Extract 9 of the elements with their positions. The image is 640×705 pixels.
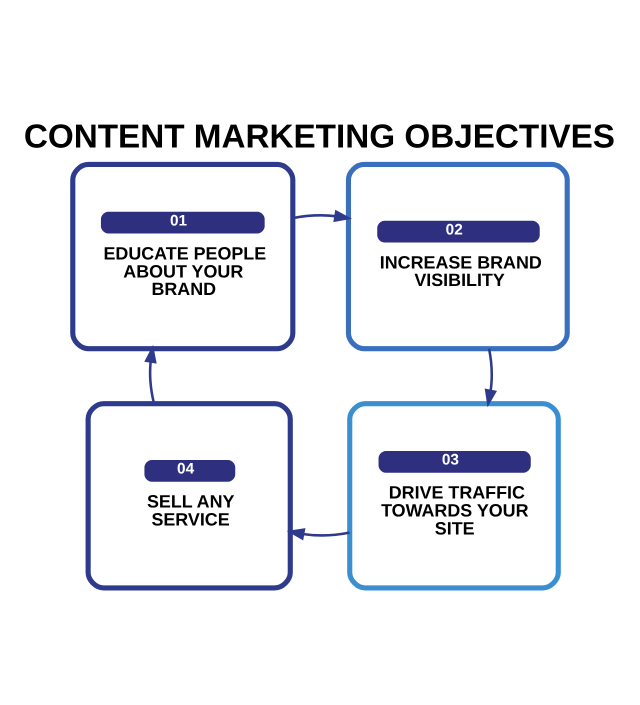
arrow — [293, 210, 352, 222]
arrow — [144, 344, 157, 404]
node-box: 02 INCREASE BRAND VISIBILITY — [346, 162, 570, 352]
node-box: 04 SELL ANY SERVICE — [86, 401, 293, 590]
node-box: 03 DRIVE TRAFFIC TOWARDS YOUR SITE — [347, 401, 561, 590]
arrow — [286, 528, 350, 540]
arrow — [484, 348, 498, 408]
diagram-title: CONTENT MARKETING OBJECTIVES — [24, 118, 616, 156]
node-box: 01 EDUCATE PEOPLE ABOUT YOUR BRAND — [70, 162, 296, 352]
